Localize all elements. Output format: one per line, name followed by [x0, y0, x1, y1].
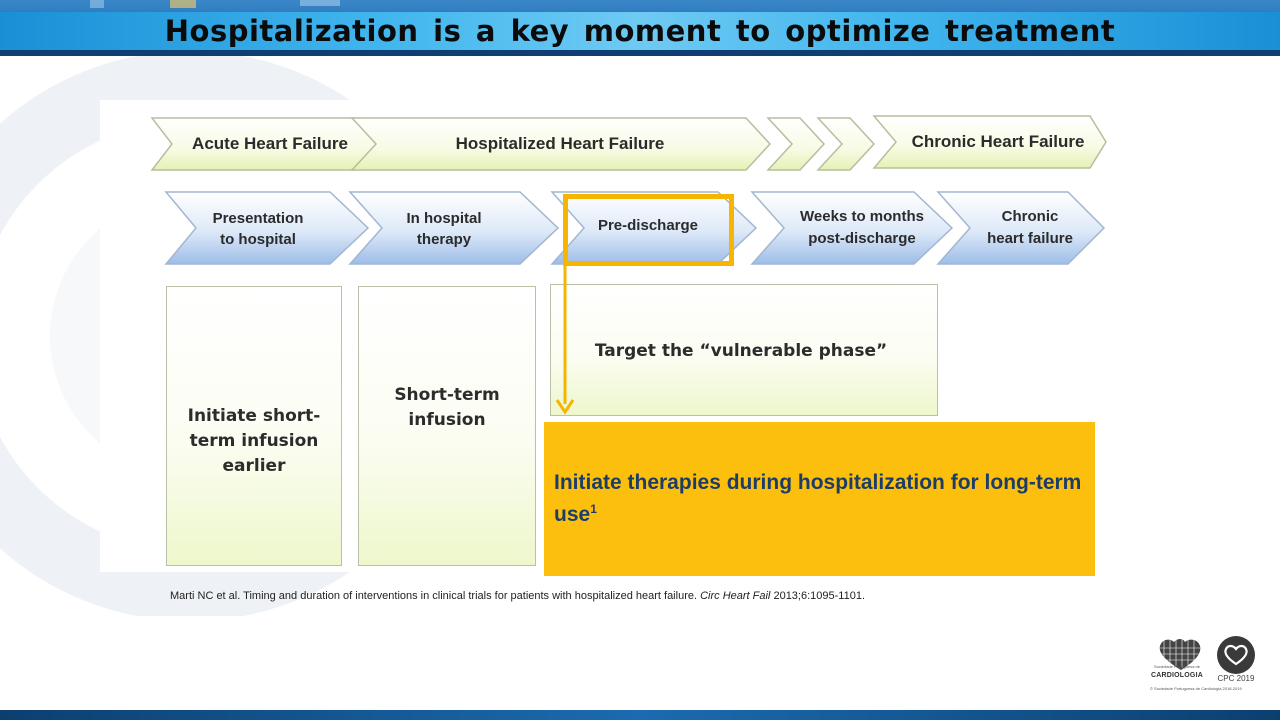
callout-superscript: 1 — [590, 502, 597, 516]
bottom-bar — [0, 710, 1280, 720]
banner-edge — [0, 50, 1280, 56]
box-short-term-infusion: Short-term infusion — [358, 286, 536, 566]
small-chevron-2 — [816, 117, 876, 171]
box1-line2: term infusion — [189, 430, 319, 451]
title-banner: Hospitalization is a key moment to optim… — [0, 0, 1280, 56]
top-label-chronic: Chronic Heart Failure — [912, 132, 1085, 151]
phase-label-1a: Presentation — [213, 210, 304, 227]
reference-text: Marti NC et al. Timing and duration of i… — [170, 590, 698, 602]
vulnerable-phase-text: Target the “vulnerable phase” — [594, 341, 888, 361]
phase-label-2a: In hospital — [407, 210, 482, 227]
pre-discharge-highlight-frame — [563, 194, 734, 266]
box-initiate-short-term: Initiate short- term infusion earlier — [166, 286, 342, 566]
small-chevron-1 — [766, 117, 826, 171]
highlight-overlay — [555, 194, 734, 415]
phase-label-4a: Weeks to months — [800, 208, 924, 225]
box2-line2: infusion — [408, 410, 486, 430]
therapy-callout: Initiate therapies during hospitalizatio… — [544, 422, 1095, 576]
reference-citation: Marti NC et al. Timing and duration of i… — [170, 590, 1070, 602]
cpc-heart-logo — [1217, 636, 1255, 674]
phase-chevron-post-discharge — [750, 191, 954, 265]
slide-title: Hospitalization is a key moment to optim… — [164, 14, 1116, 48]
reference-journal: Circ Heart Fail — [700, 590, 771, 602]
spc-logo-text: CARDIOLOGIA — [1151, 672, 1203, 679]
phase-label-5a: Chronic — [1002, 208, 1059, 225]
hospitalized-hf-chevron — [350, 117, 772, 171]
top-label-hospitalized: Hospitalized Heart Failure — [456, 134, 665, 153]
phase-label-1b: to hospital — [220, 231, 296, 248]
phase-chevron-in-hospital — [348, 191, 560, 265]
phase-label-3a: Pre-discharge — [598, 217, 698, 234]
phase-label-4b: post-discharge — [808, 230, 916, 247]
phase-chevron-presentation — [164, 191, 370, 265]
reference-details: 2013;6:1095-1101. — [773, 590, 865, 602]
phase-label-2b: therapy — [417, 231, 472, 248]
title-bar: Hospitalization is a key moment to optim… — [0, 12, 1280, 50]
spc-heart-logo — [1159, 638, 1201, 670]
logo-footer-text: © Sociedade Portuguesa de Cardiologia 20… — [1150, 686, 1242, 691]
timeline-arrows: Acute Heart Failure Hospitalized Heart F… — [150, 115, 1107, 265]
spc-logo-subtext: Sociedade Portuguesa de — [1153, 664, 1201, 669]
callout-main-text: Initiate therapies during hospitalizatio… — [554, 471, 1082, 526]
chronic-hf-chevron — [872, 115, 1107, 169]
phase-label-5b: heart failure — [987, 230, 1073, 247]
phase-chevron-chronic — [936, 191, 1106, 265]
box1-line3: earlier — [222, 455, 286, 476]
callout-text: Initiate therapies during hospitalizatio… — [554, 470, 1085, 528]
box2-line1: Short-term — [394, 385, 500, 405]
cpc-logo-text: CPC 2019 — [1217, 674, 1255, 683]
box-vulnerable-phase: Target the “vulnerable phase” — [550, 284, 938, 416]
box1-line1: Initiate short- — [187, 405, 321, 426]
top-label-acute: Acute Heart Failure — [192, 134, 348, 153]
highlight-arrow-head — [555, 399, 575, 415]
